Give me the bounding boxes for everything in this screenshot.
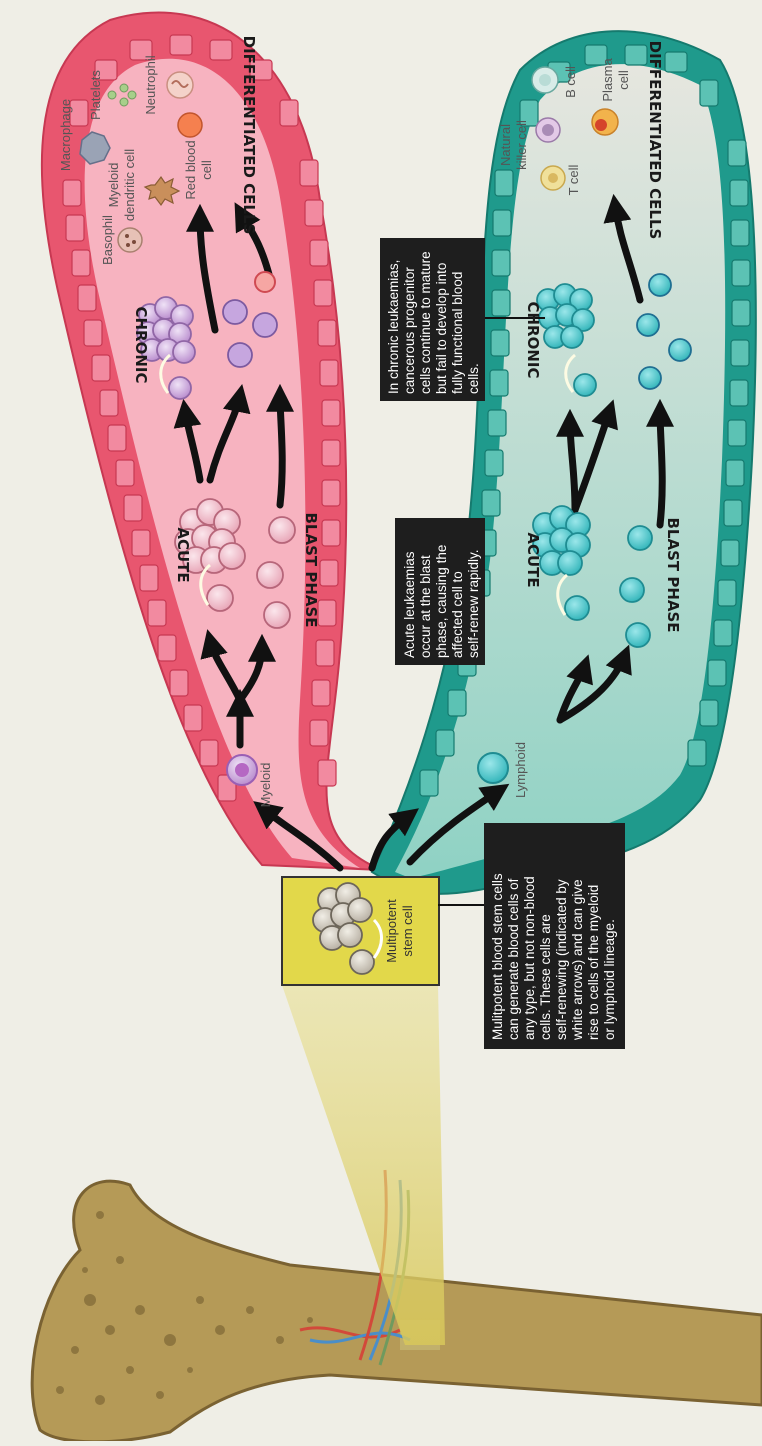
svg-text:any type, but not non-blood: any type, but not non-blood <box>522 876 537 1040</box>
red-blood-cell-icon <box>255 272 275 292</box>
lymphoid-root-label: Lymphoid <box>513 742 528 798</box>
svg-text:Acute leukaemias: Acute leukaemias <box>402 551 417 658</box>
rbc-label-2: cell <box>199 160 214 180</box>
svg-text:cancerous progenitor: cancerous progenitor <box>402 267 417 394</box>
plasma-label-2: cell <box>616 70 631 90</box>
acute-callout-text: Acute leukaemias occur at the blast phas… <box>402 545 481 658</box>
myeloid-blast-heading: BLAST PHASE <box>302 512 320 627</box>
lymphoid-blast-heading: BLAST PHASE <box>664 517 682 632</box>
myeloid-root-label: Myeloid <box>258 763 273 808</box>
svg-text:In chronic leukaemias,: In chronic leukaemias, <box>386 260 401 394</box>
svg-text:but fail to develop into: but fail to develop into <box>434 263 449 394</box>
svg-text:self-renew rapidly.: self-renew rapidly. <box>466 549 481 658</box>
myeloid-acute-heading: ACUTE <box>174 527 192 582</box>
svg-text:fully functional blood: fully functional blood <box>450 272 465 394</box>
stem-label-1: Multipotent <box>384 899 399 963</box>
svg-text:or lymphoid lineage.: or lymphoid lineage. <box>602 919 617 1040</box>
plasma-cell-icon <box>592 109 618 135</box>
t-cell-label: T cell <box>566 164 581 195</box>
svg-text:cells.: cells. <box>466 363 481 394</box>
rbc-label-1: Red blood <box>183 140 198 199</box>
stem-callout-text: Mulitpotent blood stem cells can generat… <box>490 873 617 1041</box>
rbc-differentiated-icon <box>178 113 202 137</box>
lymphoid-vessel <box>372 31 756 894</box>
stem-label-2: stem cell <box>400 905 415 956</box>
svg-text:Mulitpotent blood stem cells: Mulitpotent blood stem cells <box>490 873 505 1040</box>
basophil-label: Basophil <box>100 215 115 265</box>
lymphoid-differentiated-heading: DIFFERENTIATED CELLS <box>646 41 664 240</box>
platelets-label: Platelets <box>88 70 103 120</box>
svg-text:rise to cells of the myeloid: rise to cells of the myeloid <box>586 885 601 1040</box>
nk-label-2: killer cell <box>514 120 529 170</box>
svg-text:occur at the blast: occur at the blast <box>418 555 433 658</box>
stem-cell-box <box>282 877 439 985</box>
myeloid-progenitor-cell <box>227 755 257 785</box>
svg-text:cells. These cells are: cells. These cells are <box>538 914 553 1040</box>
myeloid-chronic-heading: CHRONIC <box>132 306 150 383</box>
plasma-label-1: Plasma <box>600 58 615 102</box>
neutrophil-icon <box>167 72 193 98</box>
svg-text:cells continue to mature: cells continue to mature <box>418 251 433 394</box>
nk-label-1: Natural <box>498 124 513 166</box>
basophil-icon <box>118 228 142 252</box>
svg-text:can generate blood cells of: can generate blood cells of <box>506 878 521 1040</box>
myeloid-dc-label-1: Myeloid <box>106 163 121 208</box>
b-cell-label: B cell <box>563 66 578 98</box>
lymphoid-chronic-heading: CHRONIC <box>524 301 542 378</box>
natural-killer-cell-icon <box>536 118 560 142</box>
myeloid-dc-label-2: dendritic cell <box>122 149 137 221</box>
svg-text:self-renewing (indicated by: self-renewing (indicated by <box>554 879 569 1040</box>
svg-text:white arrows) and can give: white arrows) and can give <box>570 879 585 1041</box>
lymphoid-acute-heading: ACUTE <box>524 532 542 587</box>
b-cell-icon <box>532 67 558 93</box>
neutrophil-label: Neutrophil <box>143 55 158 114</box>
lymphoid-progenitor-cell <box>478 753 508 783</box>
svg-text:affected cell to: affected cell to <box>450 571 465 658</box>
myeloid-differentiated-heading: DIFFERENTIATED CELLS <box>240 36 258 235</box>
svg-text:phase, causing the: phase, causing the <box>434 545 449 658</box>
t-cell-icon <box>541 166 565 190</box>
macrophage-label: Macrophage <box>58 99 73 171</box>
